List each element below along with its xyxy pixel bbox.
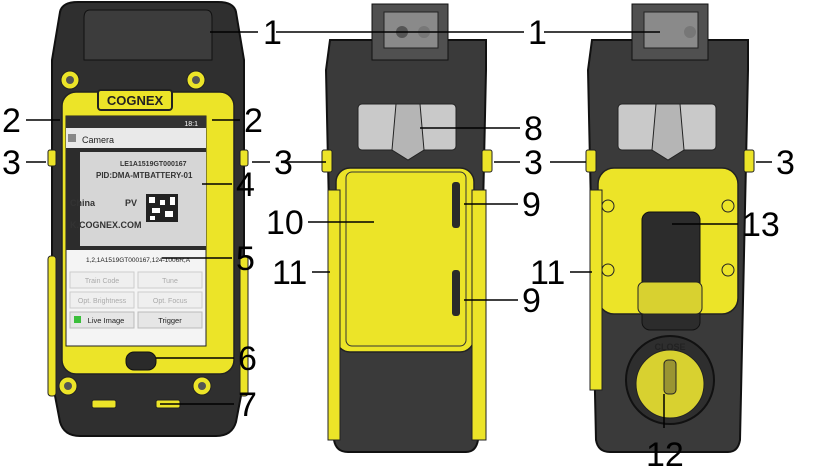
live-image-label: Live Image bbox=[88, 316, 125, 325]
callout-7: 7 bbox=[238, 386, 257, 424]
callout-4: 4 bbox=[236, 166, 255, 204]
opt-focus-button[interactable] bbox=[137, 291, 203, 309]
brand-logo: COGNEX bbox=[107, 93, 164, 108]
callout-3-left: 3 bbox=[2, 144, 21, 182]
callout-12: 12 bbox=[646, 436, 684, 474]
callout-11-side: 11 bbox=[272, 254, 307, 292]
barcode-line-5: K.COGNEX.COM bbox=[70, 220, 142, 230]
cap-label: CLOSE bbox=[654, 342, 685, 352]
train-code-button[interactable] bbox=[69, 271, 135, 289]
decoded-result: 1,2,1A1519GT000167,124-1006R,A bbox=[86, 257, 191, 264]
callout-1-front: 1 bbox=[263, 14, 282, 52]
callout-5: 5 bbox=[236, 240, 255, 278]
callout-3-back: 3 bbox=[776, 144, 795, 182]
opt-focus-label: Opt. Focus bbox=[153, 298, 188, 305]
app-icon bbox=[68, 134, 76, 142]
callout-1-side: 1 bbox=[528, 14, 547, 52]
callout-numbers: 1 2 2 3 3 4 5 6 7 1 8 3 9 9 10 11 3 11 1… bbox=[2, 14, 795, 474]
tune-button[interactable] bbox=[137, 271, 203, 289]
opt-brightness-button[interactable] bbox=[69, 291, 135, 309]
status-time: 18:1 bbox=[184, 121, 198, 128]
barcode-line-1: LE1A1519GT000167 bbox=[120, 161, 187, 168]
callout-9-top: 9 bbox=[522, 186, 541, 224]
side-view bbox=[321, 3, 493, 453]
callout-13: 13 bbox=[742, 206, 780, 244]
barcode-line-2: PID:DMA-MTBATTERY-01 bbox=[96, 171, 193, 180]
scan-button[interactable] bbox=[125, 351, 157, 371]
callout-3-front-right: 3 bbox=[274, 144, 293, 182]
callout-2-left: 2 bbox=[2, 102, 21, 140]
callout-3-side: 3 bbox=[524, 144, 543, 182]
front-view: COGNEX 18:1 Camera LE1A1519GT000167 PID:… bbox=[47, 1, 249, 437]
callout-leaders bbox=[26, 31, 772, 428]
barcode-line-3: China bbox=[70, 198, 96, 208]
live-image-button[interactable] bbox=[69, 311, 135, 329]
callout-10: 10 bbox=[266, 204, 304, 242]
callout-6: 6 bbox=[238, 340, 257, 378]
trigger-label: Trigger bbox=[158, 316, 182, 325]
back-view: CLOSE bbox=[585, 3, 755, 453]
callout-11-back: 11 bbox=[530, 254, 565, 292]
callout-8: 8 bbox=[524, 110, 543, 148]
barcode-line-4: PV bbox=[125, 198, 137, 208]
train-code-label: Train Code bbox=[85, 278, 119, 285]
app-title: Camera bbox=[82, 135, 114, 145]
callout-9-bottom: 9 bbox=[522, 282, 541, 320]
live-image-led bbox=[74, 316, 81, 323]
trigger-button[interactable] bbox=[137, 311, 203, 329]
tune-label: Tune bbox=[162, 278, 178, 285]
opt-brightness-label: Opt. Brightness bbox=[78, 298, 127, 305]
callout-2-right: 2 bbox=[244, 102, 263, 140]
